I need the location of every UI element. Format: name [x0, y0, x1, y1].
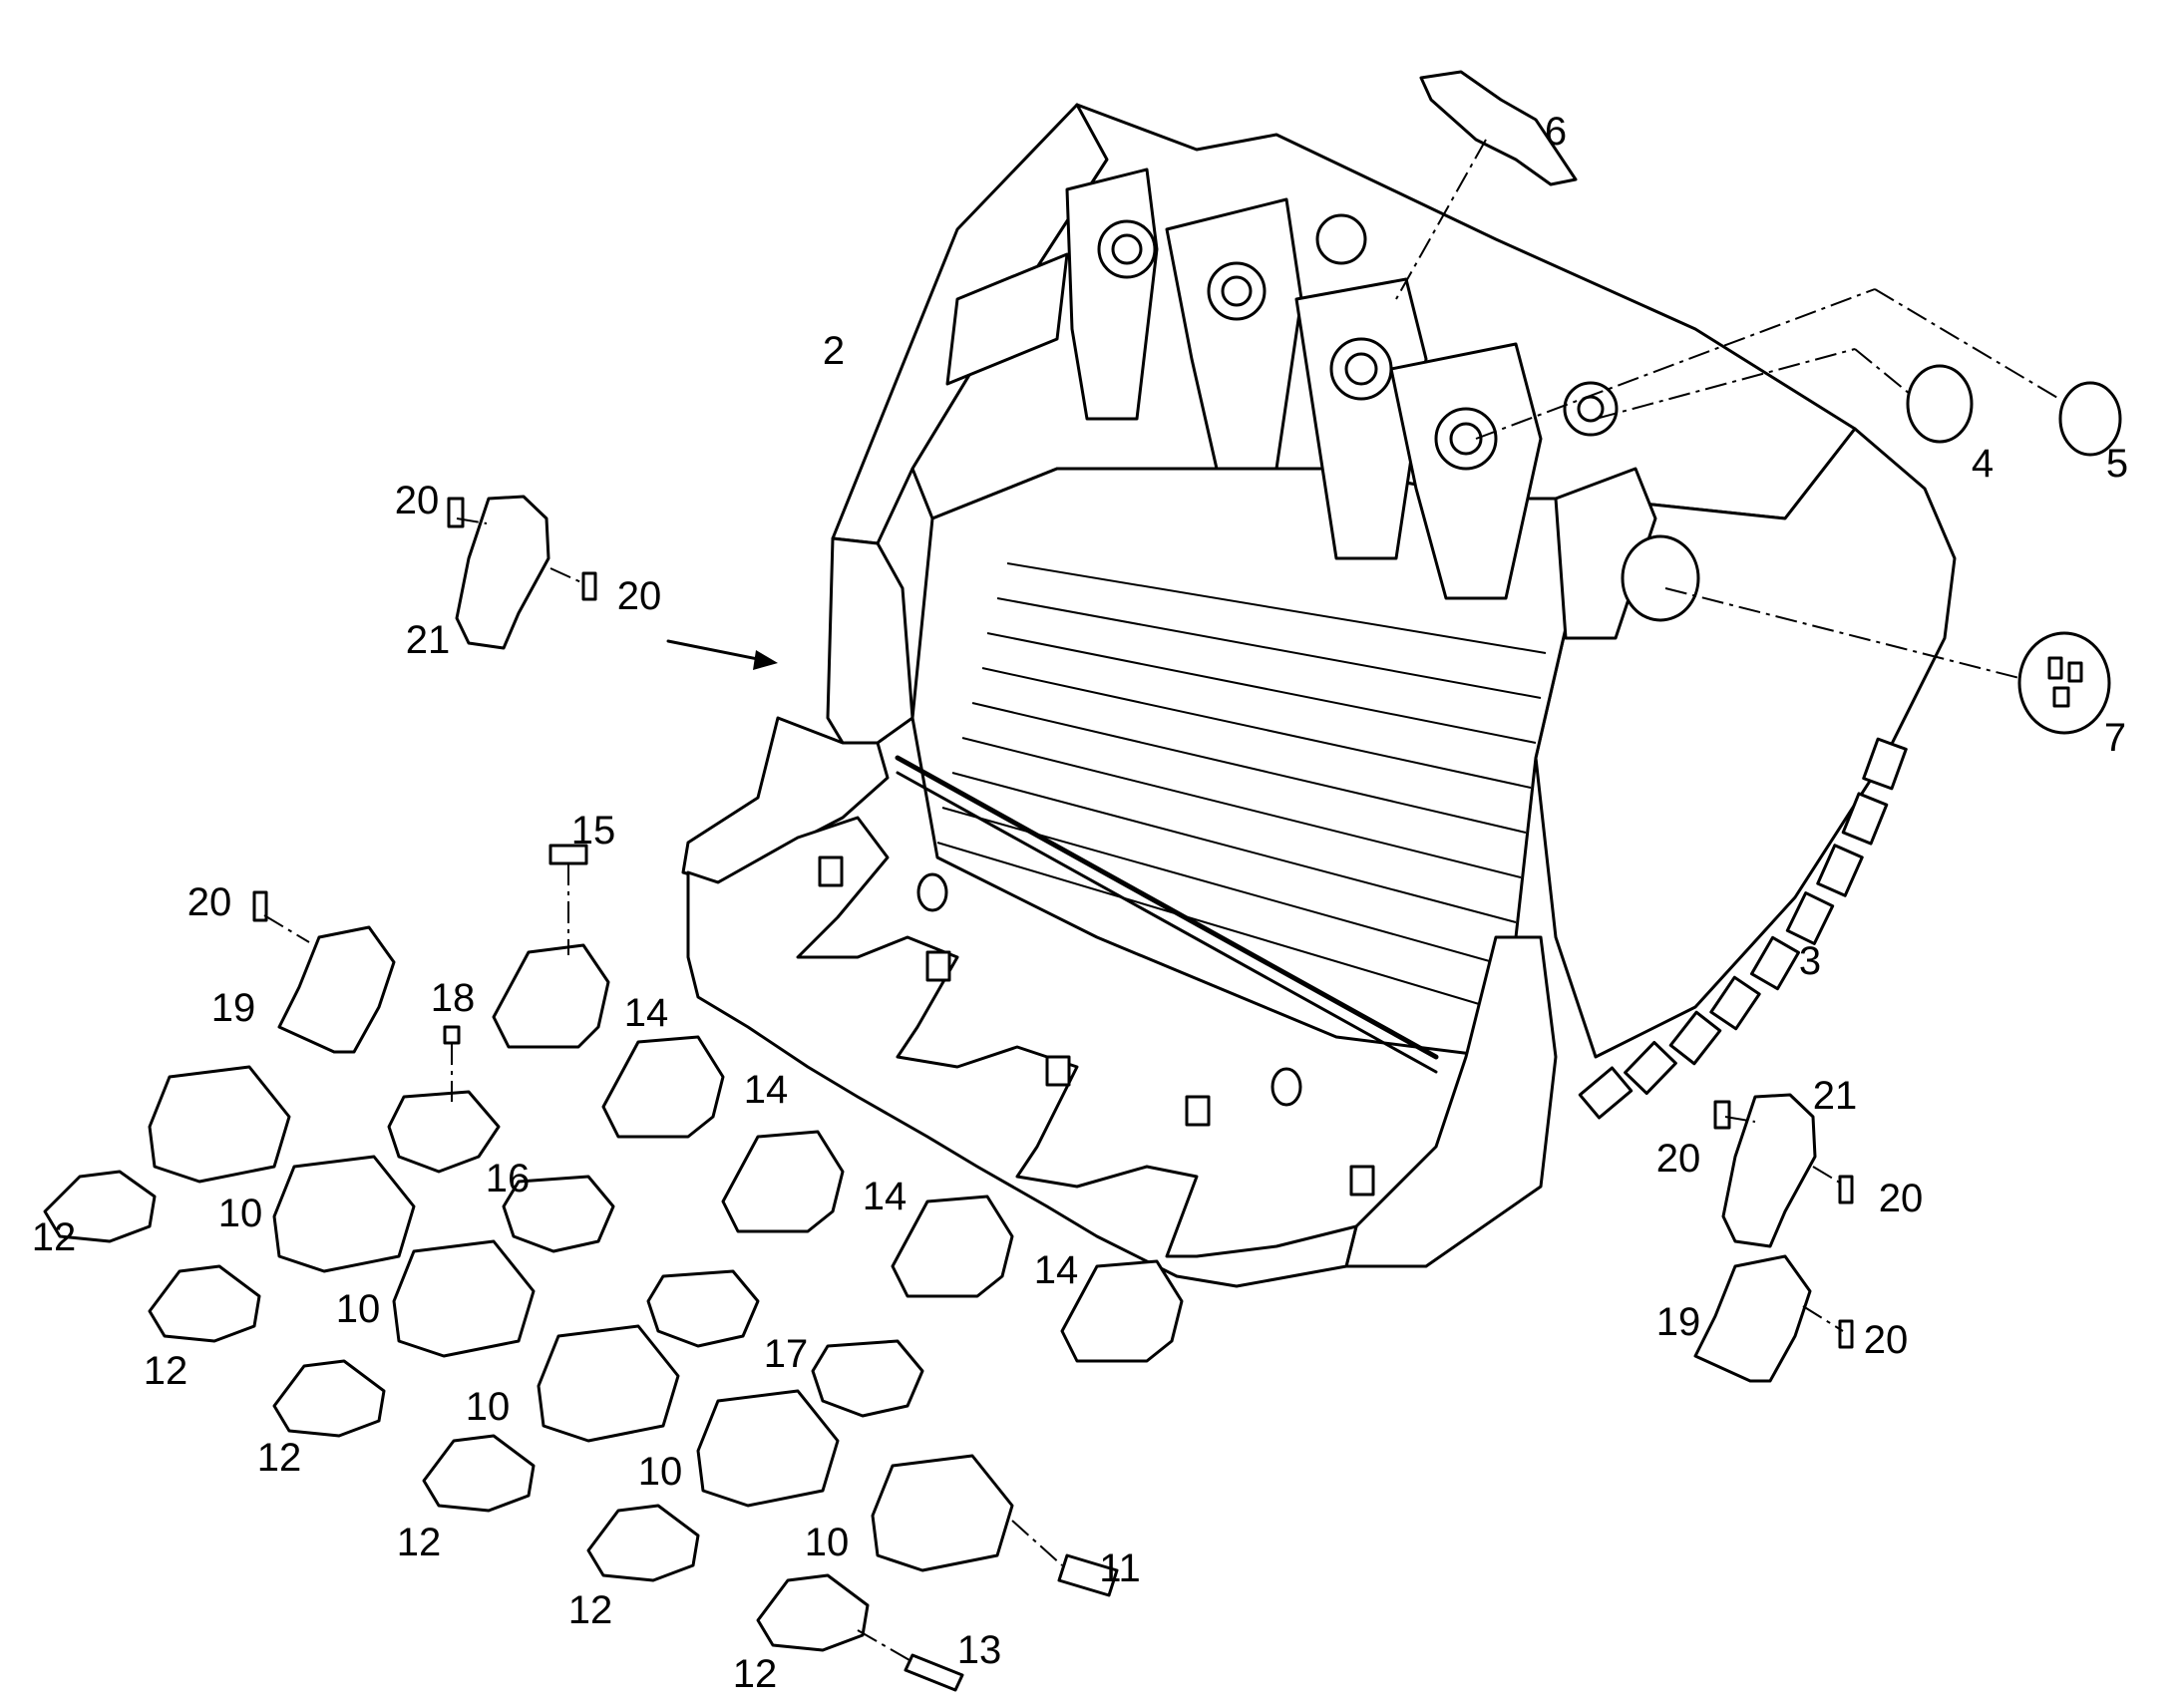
callout-10: 10: [218, 1192, 263, 1235]
callout-14: 14: [744, 1068, 789, 1112]
side-wear-pad-21-right: [1721, 1093, 1817, 1248]
callout-12: 12: [568, 1588, 613, 1632]
shroud-16: [502, 1175, 615, 1253]
callout-15: 15: [571, 809, 616, 853]
left-upright: [826, 536, 914, 745]
lifting-eye-right: [1271, 1067, 1302, 1107]
adapters-12-group: [43, 1170, 870, 1652]
callout-20: 20: [1656, 1137, 1701, 1181]
callout-14: 14: [1034, 1248, 1079, 1292]
pin-11: [1057, 1553, 1119, 1597]
callout-20: 20: [1864, 1318, 1909, 1362]
lifting-eye-left: [916, 872, 948, 912]
callout-5: 5: [2106, 442, 2128, 486]
teeth-10-group: [148, 1065, 1014, 1572]
pin-20-d: [1713, 1100, 1731, 1130]
callout-16: 16: [486, 1157, 531, 1200]
shroud-16-upper: [387, 1090, 501, 1174]
right-front-corner: [1344, 935, 1558, 1268]
pin-20-f: [1838, 1319, 1854, 1349]
callout-18: 18: [431, 976, 476, 1020]
callout-19: 19: [1656, 1300, 1701, 1344]
lip-shroud-14-group: [492, 943, 1184, 1363]
side-boss: [1621, 534, 1700, 622]
leader-lines: [263, 139, 2060, 1661]
callout-12: 12: [257, 1436, 302, 1480]
callout-10: 10: [466, 1385, 511, 1429]
lock-18: [443, 1025, 461, 1045]
side-wear-blocks: [1578, 737, 1908, 1120]
cover-disc-5: [2058, 381, 2122, 457]
cover-disc-4: [1906, 364, 1974, 444]
shroud-17-b: [811, 1339, 924, 1418]
callout-3: 3: [1799, 939, 1821, 983]
bucket-lip: [686, 816, 1358, 1288]
callout-20: 20: [395, 479, 440, 522]
callout-10: 10: [336, 1287, 381, 1331]
adapter-19-left: [277, 925, 396, 1054]
callout-20: 20: [617, 574, 662, 618]
callout-6: 6: [1545, 110, 1567, 154]
callout-11: 11: [1099, 1546, 1141, 1590]
lip-adapter-keepers: [818, 855, 1375, 1196]
callout-10: 10: [638, 1450, 683, 1494]
side-wear-pad-21-left: [455, 495, 550, 650]
cover-disc-7: [2017, 631, 2111, 735]
callout-12: 12: [733, 1652, 778, 1696]
pin-20-e: [1838, 1175, 1854, 1204]
callout-14: 14: [624, 991, 669, 1035]
pivot-lugs: [1065, 168, 1657, 640]
cross-tube: [945, 252, 1069, 386]
callout-21: 21: [1813, 1074, 1858, 1118]
floor-liner-plates: [895, 562, 1547, 1074]
cover-plate-6: [1419, 70, 1578, 186]
pin-13: [904, 1653, 964, 1692]
bucket-body: [681, 103, 1957, 1288]
callout-12: 12: [397, 1521, 442, 1564]
callout-21: 21: [406, 618, 451, 662]
callout-19: 19: [211, 986, 256, 1030]
callout-12: 12: [144, 1349, 188, 1393]
callout-4: 4: [1972, 442, 1994, 486]
callout-10: 10: [805, 1521, 850, 1564]
callout-labels: 2 6 4 5 7 3 20 20 21 15 20 19 18 14 14 16 10 14 12 10 14 12 17…: [32, 110, 2128, 1696]
pin-20-b: [581, 571, 597, 601]
shroud-17-a: [646, 1269, 760, 1348]
callout-7: 7: [2104, 716, 2126, 760]
pin-20-c: [252, 890, 268, 922]
callout-14: 14: [863, 1175, 908, 1218]
callout-12: 12: [32, 1215, 77, 1259]
pin-20-a: [447, 497, 465, 528]
callout-13: 13: [957, 1628, 1002, 1672]
pointer-arrow: [666, 639, 778, 670]
adapter-19-right: [1693, 1254, 1812, 1383]
callout-2: 2: [823, 329, 845, 373]
callout-20: 20: [1879, 1177, 1924, 1220]
callout-17: 17: [764, 1332, 809, 1376]
callout-20: 20: [187, 880, 232, 924]
